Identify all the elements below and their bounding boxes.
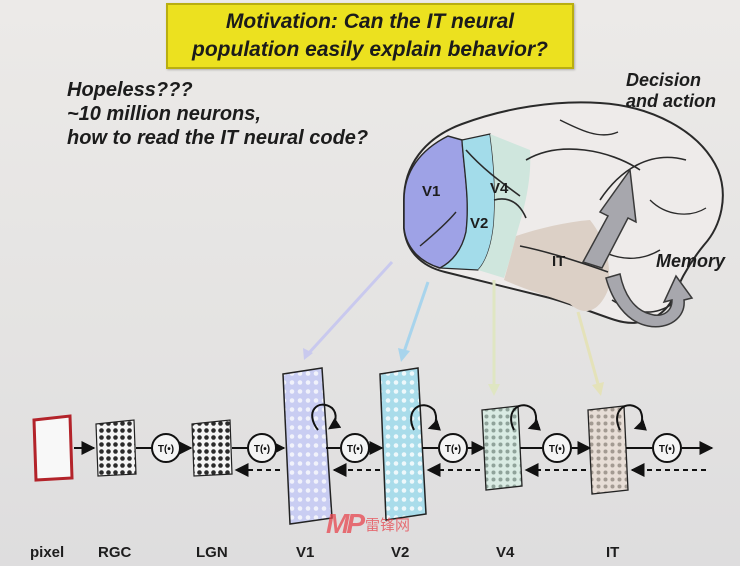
- label-v4: V4: [496, 544, 515, 561]
- svg-text:T(•): T(•): [254, 444, 270, 455]
- v2-array: [379, 367, 427, 521]
- svg-text:T(•): T(•): [445, 444, 461, 455]
- watermark-text: 雷锋网: [365, 515, 411, 534]
- brain-label-v1: V1: [422, 183, 441, 200]
- title-line-1: Motivation: Can the IT neural: [225, 10, 515, 33]
- v2-recurrent-arrow: [410, 404, 442, 431]
- hopeless-line-2: ~10 million neurons,: [67, 103, 261, 125]
- svg-text:T(•): T(•): [347, 444, 363, 455]
- brain-illustration: [403, 101, 724, 324]
- watermark: MP 雷锋网: [326, 508, 410, 540]
- watermark-logo: MP: [326, 508, 365, 539]
- brain-label-it: IT: [552, 253, 566, 270]
- v1-recurrent-arrow: [311, 403, 342, 431]
- t-operator-1: T(•): [151, 433, 181, 463]
- decision-arrow: [581, 167, 637, 269]
- it-array: [587, 405, 629, 495]
- brain-label-v4: V4: [490, 180, 509, 197]
- svg-text:T(•): T(•): [549, 444, 565, 455]
- decision-label: Decision and action: [626, 70, 716, 112]
- lgn-array: [191, 419, 233, 477]
- it-recurrent-arrow: [616, 404, 648, 431]
- title-box: Motivation: Can the IT neural population…: [166, 3, 574, 69]
- memory-label: Memory: [656, 251, 726, 271]
- v1-region: [403, 135, 469, 269]
- decision-line-2: and action: [626, 91, 717, 111]
- brain-label-v2: V2: [470, 215, 489, 232]
- hopeless-line-1: Hopeless???: [67, 79, 193, 101]
- hopeless-text: Hopeless??? ~10 million neurons, how to …: [67, 78, 368, 150]
- svg-text:T(•): T(•): [659, 444, 675, 455]
- label-rgc: RGC: [98, 544, 132, 561]
- label-lgn: LGN: [196, 544, 228, 561]
- pixel-frame: [32, 414, 74, 482]
- processing-pipeline: T(•) T(•) T(•) T(•) T(•) T(•): [32, 367, 714, 525]
- t-operator-3: T(•): [340, 433, 370, 463]
- svg-text:T(•): T(•): [158, 444, 174, 455]
- label-v1: V1: [296, 544, 315, 561]
- hopeless-line-3: how to read the IT neural code?: [67, 127, 369, 149]
- title-line-2: population easily explain behavior?: [192, 38, 548, 61]
- label-pixel: pixel: [30, 544, 65, 561]
- t-operator-4: T(•): [438, 433, 468, 463]
- label-v2: V2: [391, 544, 410, 561]
- label-it: IT: [606, 544, 620, 561]
- projection-arrows: [303, 260, 604, 396]
- v4-array: [481, 405, 523, 491]
- it-region: [504, 220, 610, 312]
- rgc-array: [95, 419, 137, 477]
- t-operator-2: T(•): [247, 433, 277, 463]
- t-operator-6: T(•): [652, 433, 682, 463]
- v1-array: [282, 367, 333, 525]
- v4-recurrent-arrow: [510, 404, 542, 431]
- memory-arrow: [605, 273, 694, 328]
- decision-line-1: Decision: [626, 70, 702, 90]
- v4-region: [478, 134, 531, 278]
- t-operator-5: T(•): [542, 433, 572, 463]
